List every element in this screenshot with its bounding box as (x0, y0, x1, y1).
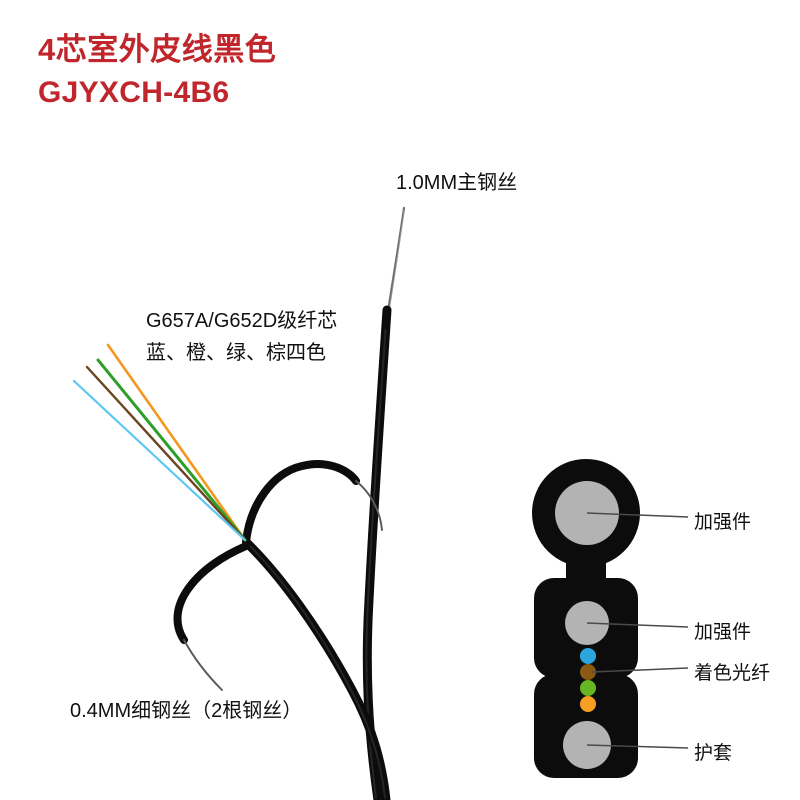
leader-line-strength-member-top (586, 512, 689, 518)
branch-cable-sheen (249, 545, 386, 799)
label-strength-member-mid: 加强件 (694, 622, 752, 643)
label-sheath: 护套 (694, 743, 733, 764)
annotation-main-steel-wire: 1.0MM主钢丝 (396, 172, 518, 194)
cross-section-brown-fiber-dot (580, 664, 596, 680)
label-strength-member-top: 加强件 (694, 512, 752, 533)
annotation-thin-steel-wire: 0.4MM细钢丝（2根钢丝） (70, 700, 303, 722)
label-colored-fiber: 着色光纤 (694, 663, 771, 684)
blue-fiber-strand (72, 379, 247, 542)
upper-thin-steel-wire (355, 480, 383, 531)
product-title-block: 4芯室外皮线黑色 GJYXCH-4B6 (38, 32, 276, 110)
main-steel-wire-tip-highlight (388, 209, 405, 313)
annotation-core-grade: G657A/G652D级纤芯 (146, 310, 338, 332)
cross-section-green-fiber-dot (580, 680, 596, 696)
cross-section-blue-fiber-dot (580, 648, 596, 664)
main-steel-wire-tip (386, 206, 406, 314)
leader-line-sheath (586, 744, 689, 749)
upper-jacket-loop (242, 460, 360, 546)
product-model: GJYXCH-4B6 (38, 75, 230, 109)
orange-fiber-strand (106, 343, 247, 542)
lower-thin-steel-wire (183, 639, 223, 691)
lower-jacket-loop (173, 542, 250, 644)
leader-line-strength-member-mid (586, 622, 689, 628)
product-title-cn: 4芯室外皮线黑色 (38, 32, 277, 67)
green-fiber-strand (96, 358, 247, 542)
cross-section-orange-fiber-dot (580, 696, 596, 712)
annotation-core-colors: 蓝、橙、绿、棕四色 (146, 342, 326, 364)
leader-line-colored-fiber (591, 667, 689, 673)
brown-fiber-strand (85, 365, 247, 542)
